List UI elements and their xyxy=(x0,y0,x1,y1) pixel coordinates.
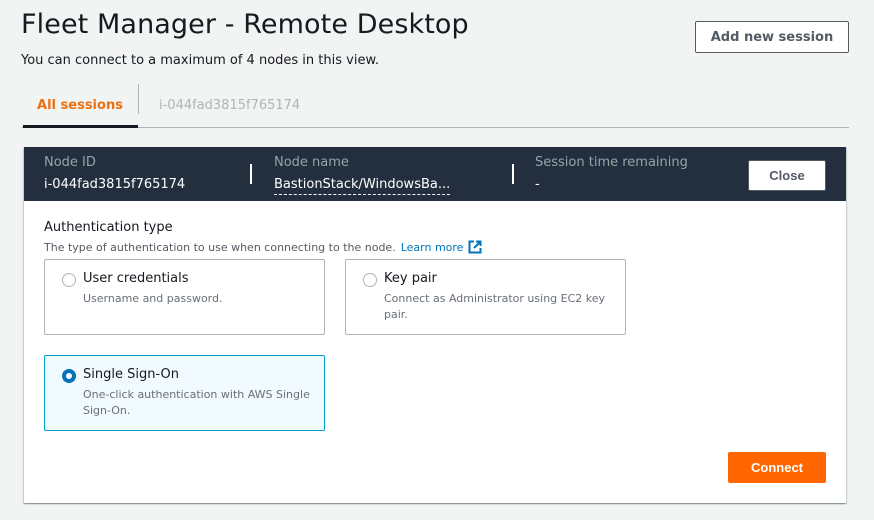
session-time-value: - xyxy=(535,177,540,192)
add-new-session-button[interactable]: Add new session xyxy=(695,21,849,53)
radio-checked-icon[interactable] xyxy=(62,369,76,383)
node-id-label: Node ID xyxy=(44,155,96,170)
column-separator xyxy=(512,164,514,184)
auth-option-key-pair[interactable]: Key pair Connect as Administrator using … xyxy=(345,259,626,335)
node-id-column: Node ID i-044fad3815f765174 xyxy=(44,155,185,193)
session-tabs: All sessions i-044fad3815f765174 xyxy=(22,84,849,128)
node-name-value[interactable]: BastionStack/WindowsBa... xyxy=(274,177,451,195)
option-label: Single Sign-On xyxy=(83,367,179,382)
page-subtitle: You can connect to a maximum of 4 nodes … xyxy=(21,53,380,68)
page-title: Fleet Manager - Remote Desktop xyxy=(21,9,469,40)
node-id-value: i-044fad3815f765174 xyxy=(44,177,186,192)
auth-option-single-sign-on[interactable]: Single Sign-On One-click authentication … xyxy=(44,355,325,431)
node-name-column: Node name BastionStack/WindowsBa... xyxy=(274,155,451,195)
external-link-icon xyxy=(468,240,482,254)
option-description: One-click authentication with AWS Single… xyxy=(83,388,310,417)
connect-button[interactable]: Connect xyxy=(728,452,826,483)
session-time-column: Session time remaining - xyxy=(535,155,688,193)
option-label: User credentials xyxy=(83,271,189,286)
session-header: Node ID i-044fad3815f765174 Node name Ba… xyxy=(24,147,846,201)
auth-option-user-credentials[interactable]: User credentials Username and password. xyxy=(44,259,325,335)
learn-more-link[interactable]: Learn more xyxy=(401,240,483,254)
learn-more-label: Learn more xyxy=(400,240,464,254)
option-description: Username and password. xyxy=(83,292,223,305)
auth-type-description: The type of authentication to use when c… xyxy=(44,240,482,254)
node-name-label: Node name xyxy=(274,155,349,170)
column-separator xyxy=(250,164,252,184)
tab-divider xyxy=(138,84,139,114)
tab-all-sessions[interactable]: All sessions xyxy=(22,84,138,128)
option-label: Key pair xyxy=(384,271,437,286)
close-session-button[interactable]: Close xyxy=(748,160,826,191)
auth-description-text: The type of authentication to use when c… xyxy=(44,240,396,254)
option-description: Connect as Administrator using EC2 key p… xyxy=(384,292,606,321)
radio-unchecked-icon[interactable] xyxy=(62,273,76,287)
tab-node-session[interactable]: i-044fad3815f765174 xyxy=(159,98,301,113)
session-time-label: Session time remaining xyxy=(535,155,688,170)
auth-type-title: Authentication type xyxy=(44,220,173,235)
session-card: Node ID i-044fad3815f765174 Node name Ba… xyxy=(24,147,846,503)
radio-unchecked-icon[interactable] xyxy=(363,273,377,287)
